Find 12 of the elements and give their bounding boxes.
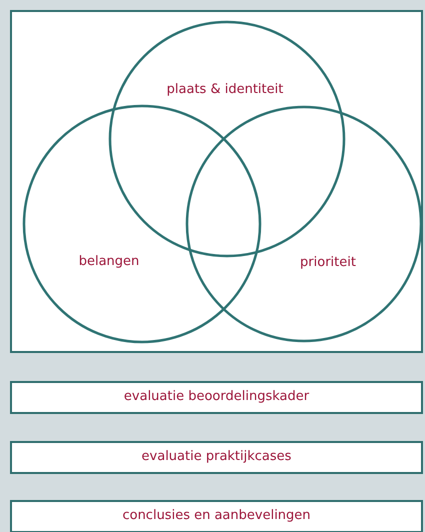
frame-box bbox=[10, 10, 423, 353]
circle-label: plaats & identiteit bbox=[166, 82, 284, 97]
circle-label: belangen bbox=[78, 254, 140, 269]
venn-circle bbox=[22, 104, 262, 344]
stage-box bbox=[10, 500, 423, 532]
stage-label: conclusies en aanbevelingen bbox=[121, 508, 312, 523]
venn-circle bbox=[185, 105, 423, 343]
stage-label: evaluatie beoordelingskader bbox=[122, 389, 310, 404]
stage-label: evaluatie praktijkcases bbox=[140, 449, 292, 464]
circle-label: prioriteit bbox=[300, 255, 356, 270]
stage-box bbox=[10, 381, 423, 414]
stage-box bbox=[10, 441, 423, 474]
